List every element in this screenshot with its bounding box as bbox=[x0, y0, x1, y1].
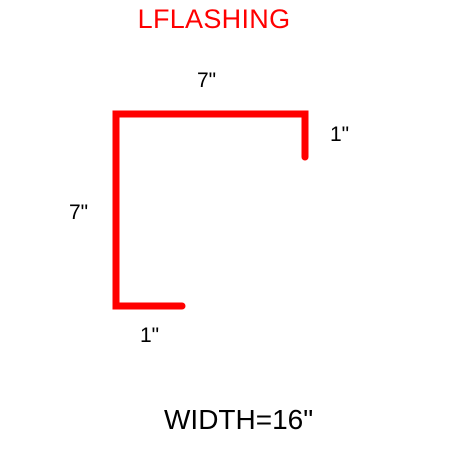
dimension-top-label: 7" bbox=[197, 69, 217, 92]
flashing-profile-line bbox=[112, 110, 309, 310]
total-width-label: WIDTH=16" bbox=[164, 404, 314, 435]
dimension-bottom-return-label: 1" bbox=[140, 324, 160, 347]
dimension-left-label: 7" bbox=[69, 201, 89, 224]
diagram-title: LFLASHING bbox=[137, 4, 291, 34]
dimension-right-return-label: 1" bbox=[330, 123, 350, 146]
